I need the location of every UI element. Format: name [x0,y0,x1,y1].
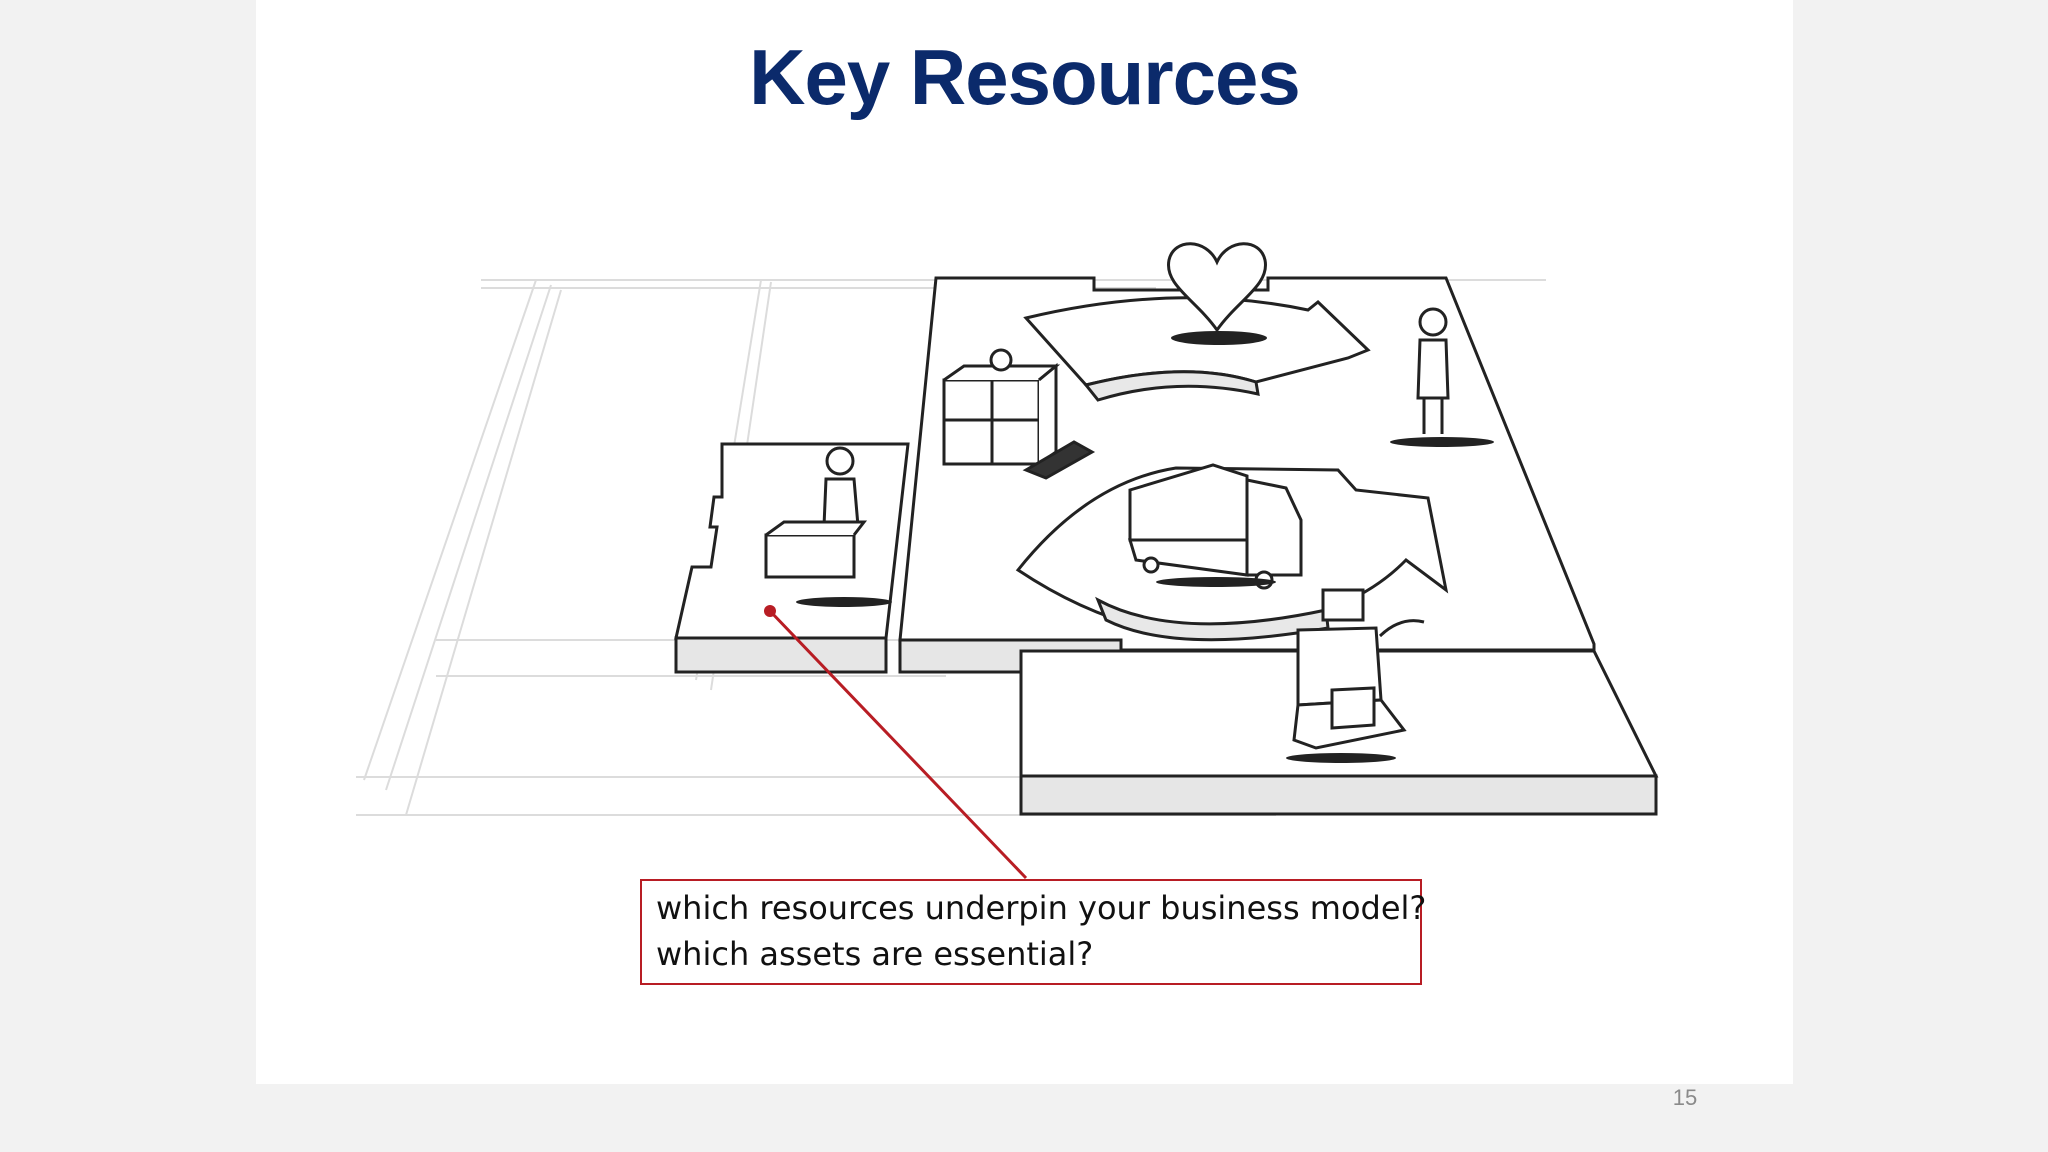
gift-box-icon [942,348,1096,480]
factory-worker-icon [764,446,892,607]
callout-line-1: which resources underpin your business m… [656,889,1427,927]
slide-title: Key Resources [749,33,1301,121]
person-standing-icon [1390,307,1494,447]
delivery-truck-icon [1127,463,1303,590]
callout-pointer [764,605,1028,880]
page-number: 15 [1672,1085,1698,1110]
cash-register-icon [1286,588,1425,763]
callout-line-2: which assets are essential? [656,935,1094,973]
business-model-canvas-illustration [356,242,1659,880]
heart-icon [1167,242,1267,345]
callout-box: which resources underpin your business m… [640,879,1427,985]
slide: Key Resources [256,0,1793,1084]
